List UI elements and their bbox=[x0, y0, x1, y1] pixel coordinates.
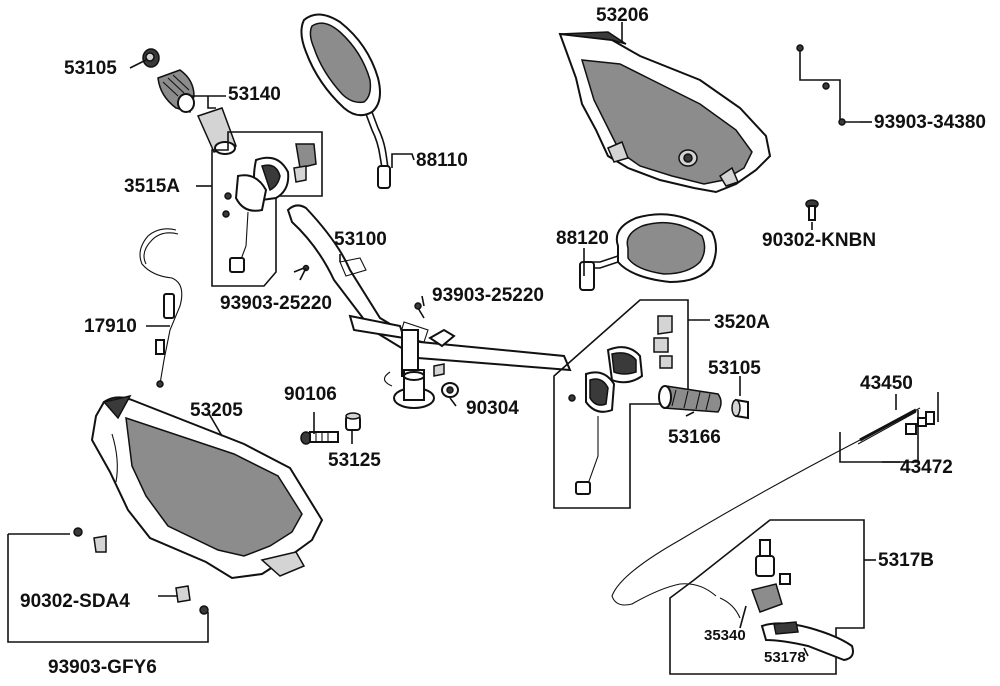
handlebar-cover-front bbox=[558, 31, 772, 194]
part-label-53105-right: 53105 bbox=[708, 358, 761, 379]
grip-end-weight-right bbox=[731, 398, 749, 420]
part-label-93903-34380: 93903-34380 bbox=[874, 112, 986, 133]
part-label-53125: 53125 bbox=[328, 450, 381, 471]
switch-assembly-left bbox=[211, 131, 323, 287]
throttle-grip bbox=[157, 69, 237, 155]
part-label-5317B: 5317B bbox=[878, 550, 934, 571]
part-label-35340: 35340 bbox=[704, 627, 746, 644]
brake-lever-kit bbox=[669, 519, 865, 675]
handlebar bbox=[286, 204, 572, 409]
bolt-90106 bbox=[300, 431, 339, 445]
part-label-43472: 43472 bbox=[900, 457, 953, 478]
part-label-43450: 43450 bbox=[860, 373, 913, 394]
part-label-90304: 90304 bbox=[466, 398, 519, 419]
part-label-53205: 53205 bbox=[190, 400, 243, 421]
part-label-53206: 53206 bbox=[596, 5, 649, 26]
leader-lines bbox=[129, 22, 900, 657]
switch-assembly-right bbox=[553, 299, 689, 509]
bolt-knbn bbox=[805, 199, 819, 221]
throttle-cable bbox=[139, 228, 183, 388]
part-label-90106: 90106 bbox=[284, 384, 337, 405]
screw-93903-25220-mid bbox=[414, 302, 425, 319]
part-label-3520A: 3520A bbox=[714, 312, 770, 333]
mirror-left bbox=[300, 13, 391, 189]
part-label-53166: 53166 bbox=[668, 427, 721, 448]
part-label-53140: 53140 bbox=[228, 84, 281, 105]
part-label-17910: 17910 bbox=[84, 316, 137, 337]
part-label-90302-SDA4: 90302-SDA4 bbox=[20, 591, 130, 612]
part-label-53178: 53178 bbox=[764, 649, 806, 666]
part-label-90302-KNBN: 90302-KNBN bbox=[762, 230, 877, 251]
grip-end-weight-left bbox=[142, 48, 160, 68]
part-label-93903-25220-left: 93903-25220 bbox=[220, 293, 332, 314]
nut-90304 bbox=[441, 382, 459, 398]
part-label-88120: 88120 bbox=[556, 228, 609, 249]
part-label-93903-GFY6: 93903-GFY6 bbox=[48, 657, 157, 678]
mirror-right bbox=[579, 213, 717, 291]
collar-53125 bbox=[345, 412, 361, 431]
screw-bracket-right-top bbox=[796, 44, 860, 126]
handlebar-cover-rear bbox=[90, 394, 324, 580]
grip-right bbox=[658, 385, 722, 413]
part-label-93903-25220-mid: 93903-25220 bbox=[432, 285, 544, 306]
part-label-3515A: 3515A bbox=[124, 176, 180, 197]
part-label-53105-left: 53105 bbox=[64, 58, 117, 79]
part-label-88110: 88110 bbox=[416, 150, 468, 171]
clip-hardware-left bbox=[7, 527, 209, 643]
brake-cable bbox=[611, 392, 939, 606]
part-label-53100: 53100 bbox=[334, 229, 387, 250]
